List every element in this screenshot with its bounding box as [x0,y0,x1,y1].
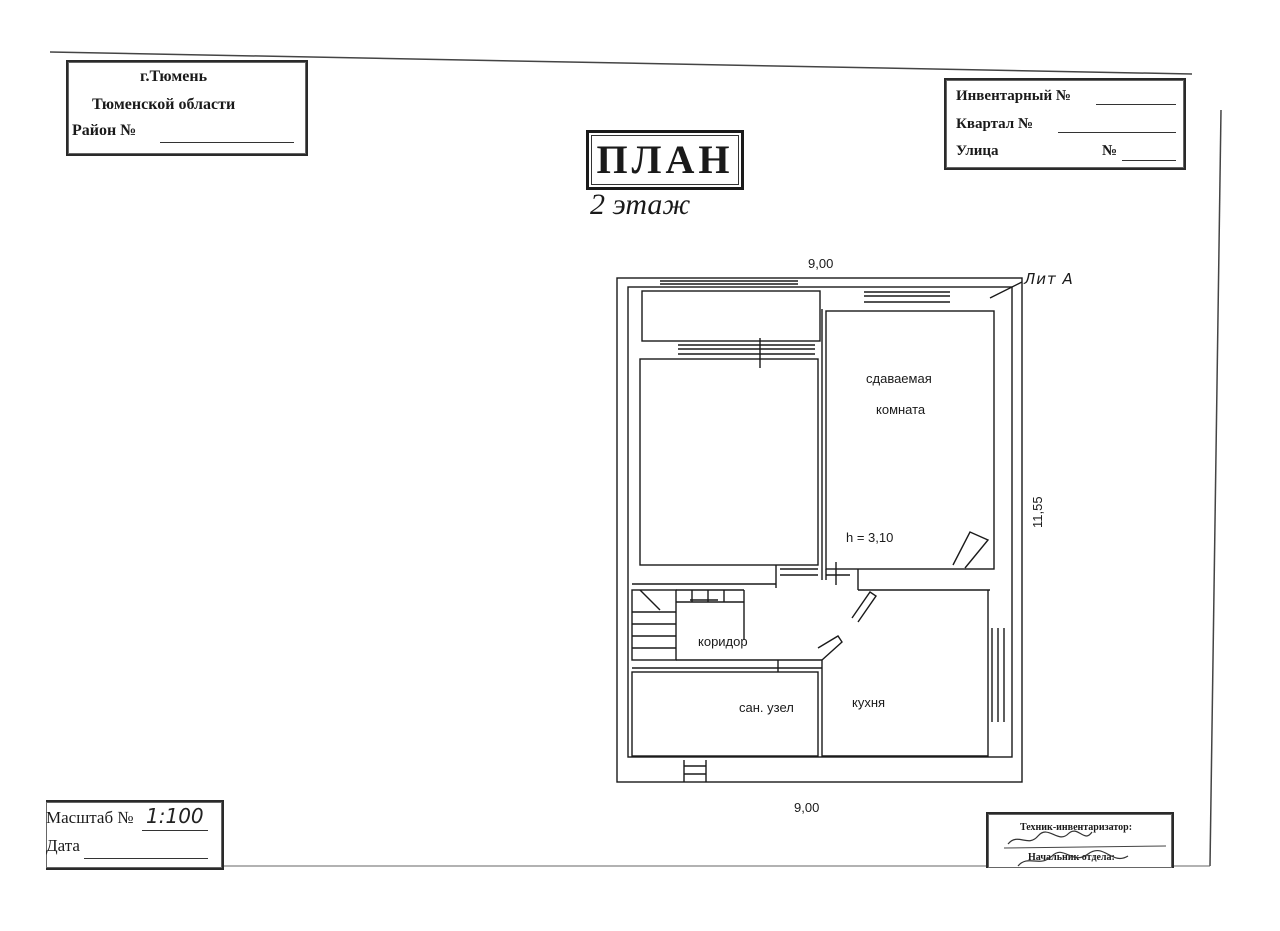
dimension-top: 9,00 [808,256,834,271]
technician-stamp: Техник-инвентаризатор: Начальник отдела: [986,812,1174,868]
floor-subtitle: 2 этаж [590,188,691,221]
door-kitchen-lower [817,635,843,661]
window-inner-left [678,338,815,368]
room-label-corridor: коридор [698,634,748,649]
scale-value: 1:100 [146,804,204,828]
date-blank [84,858,208,859]
room-label-bathroom: сан. узел [739,700,794,715]
room-rented [825,310,995,570]
window-kitchen-right [991,628,1005,722]
room-left-large [639,358,819,566]
room-bathroom [631,671,819,757]
street-number-blank [1122,160,1176,161]
room-label-rented-line1: сдаваемая [866,371,932,386]
city-stamp: г.Тюмень Тюменской области Район № [66,60,308,156]
window-top-left [660,280,798,285]
technician-signature [1003,830,1167,867]
door-kitchen-upper [851,591,877,623]
head-of-department-label: Начальник отдела: [1028,852,1115,863]
window-bottom [683,760,707,782]
plan-title: ПЛАН [586,130,744,190]
inventory-number-blank [1096,104,1176,105]
stamp-district-blank [160,142,294,143]
street-label: Улица [956,143,999,159]
inventory-number-label: Инвентарный № [956,88,1071,104]
street-number-label: № [1102,143,1118,159]
quarter-number-blank [1058,132,1176,133]
dimension-side: 11,55 [1030,496,1045,528]
dimension-bottom: 9,00 [794,800,820,815]
quarter-number-label: Квартал № [956,116,1034,132]
scale-value-line [142,830,208,831]
stamp-city-name: г.Тюмень [140,68,208,85]
door-rented-room [952,531,990,569]
room-label-kitchen: кухня [852,695,886,710]
window-top-right [864,291,950,303]
room-top-left [641,290,821,342]
room-label-rented-line2: комната [876,402,926,417]
outer-wall-inner [627,286,1013,758]
building-letter-label: Лит А [1024,270,1074,288]
inventory-stamp: Инвентарный № Квартал № Улица № [944,78,1186,170]
room-kitchen [821,590,989,757]
outer-wall-outer [616,277,1023,783]
ceiling-height-label: h = 3,10 [846,530,894,545]
date-label: Дата [46,836,80,855]
stamp-district-label: Район № [72,122,137,139]
scale-stamp: Масштаб № 1:100 Дата [46,800,224,870]
scale-label: Масштаб № [46,808,134,827]
technician-label: Техник-инвентаризатор: [1020,822,1133,833]
staircase [631,589,745,661]
stamp-region-name: Тюменской области [92,96,236,113]
